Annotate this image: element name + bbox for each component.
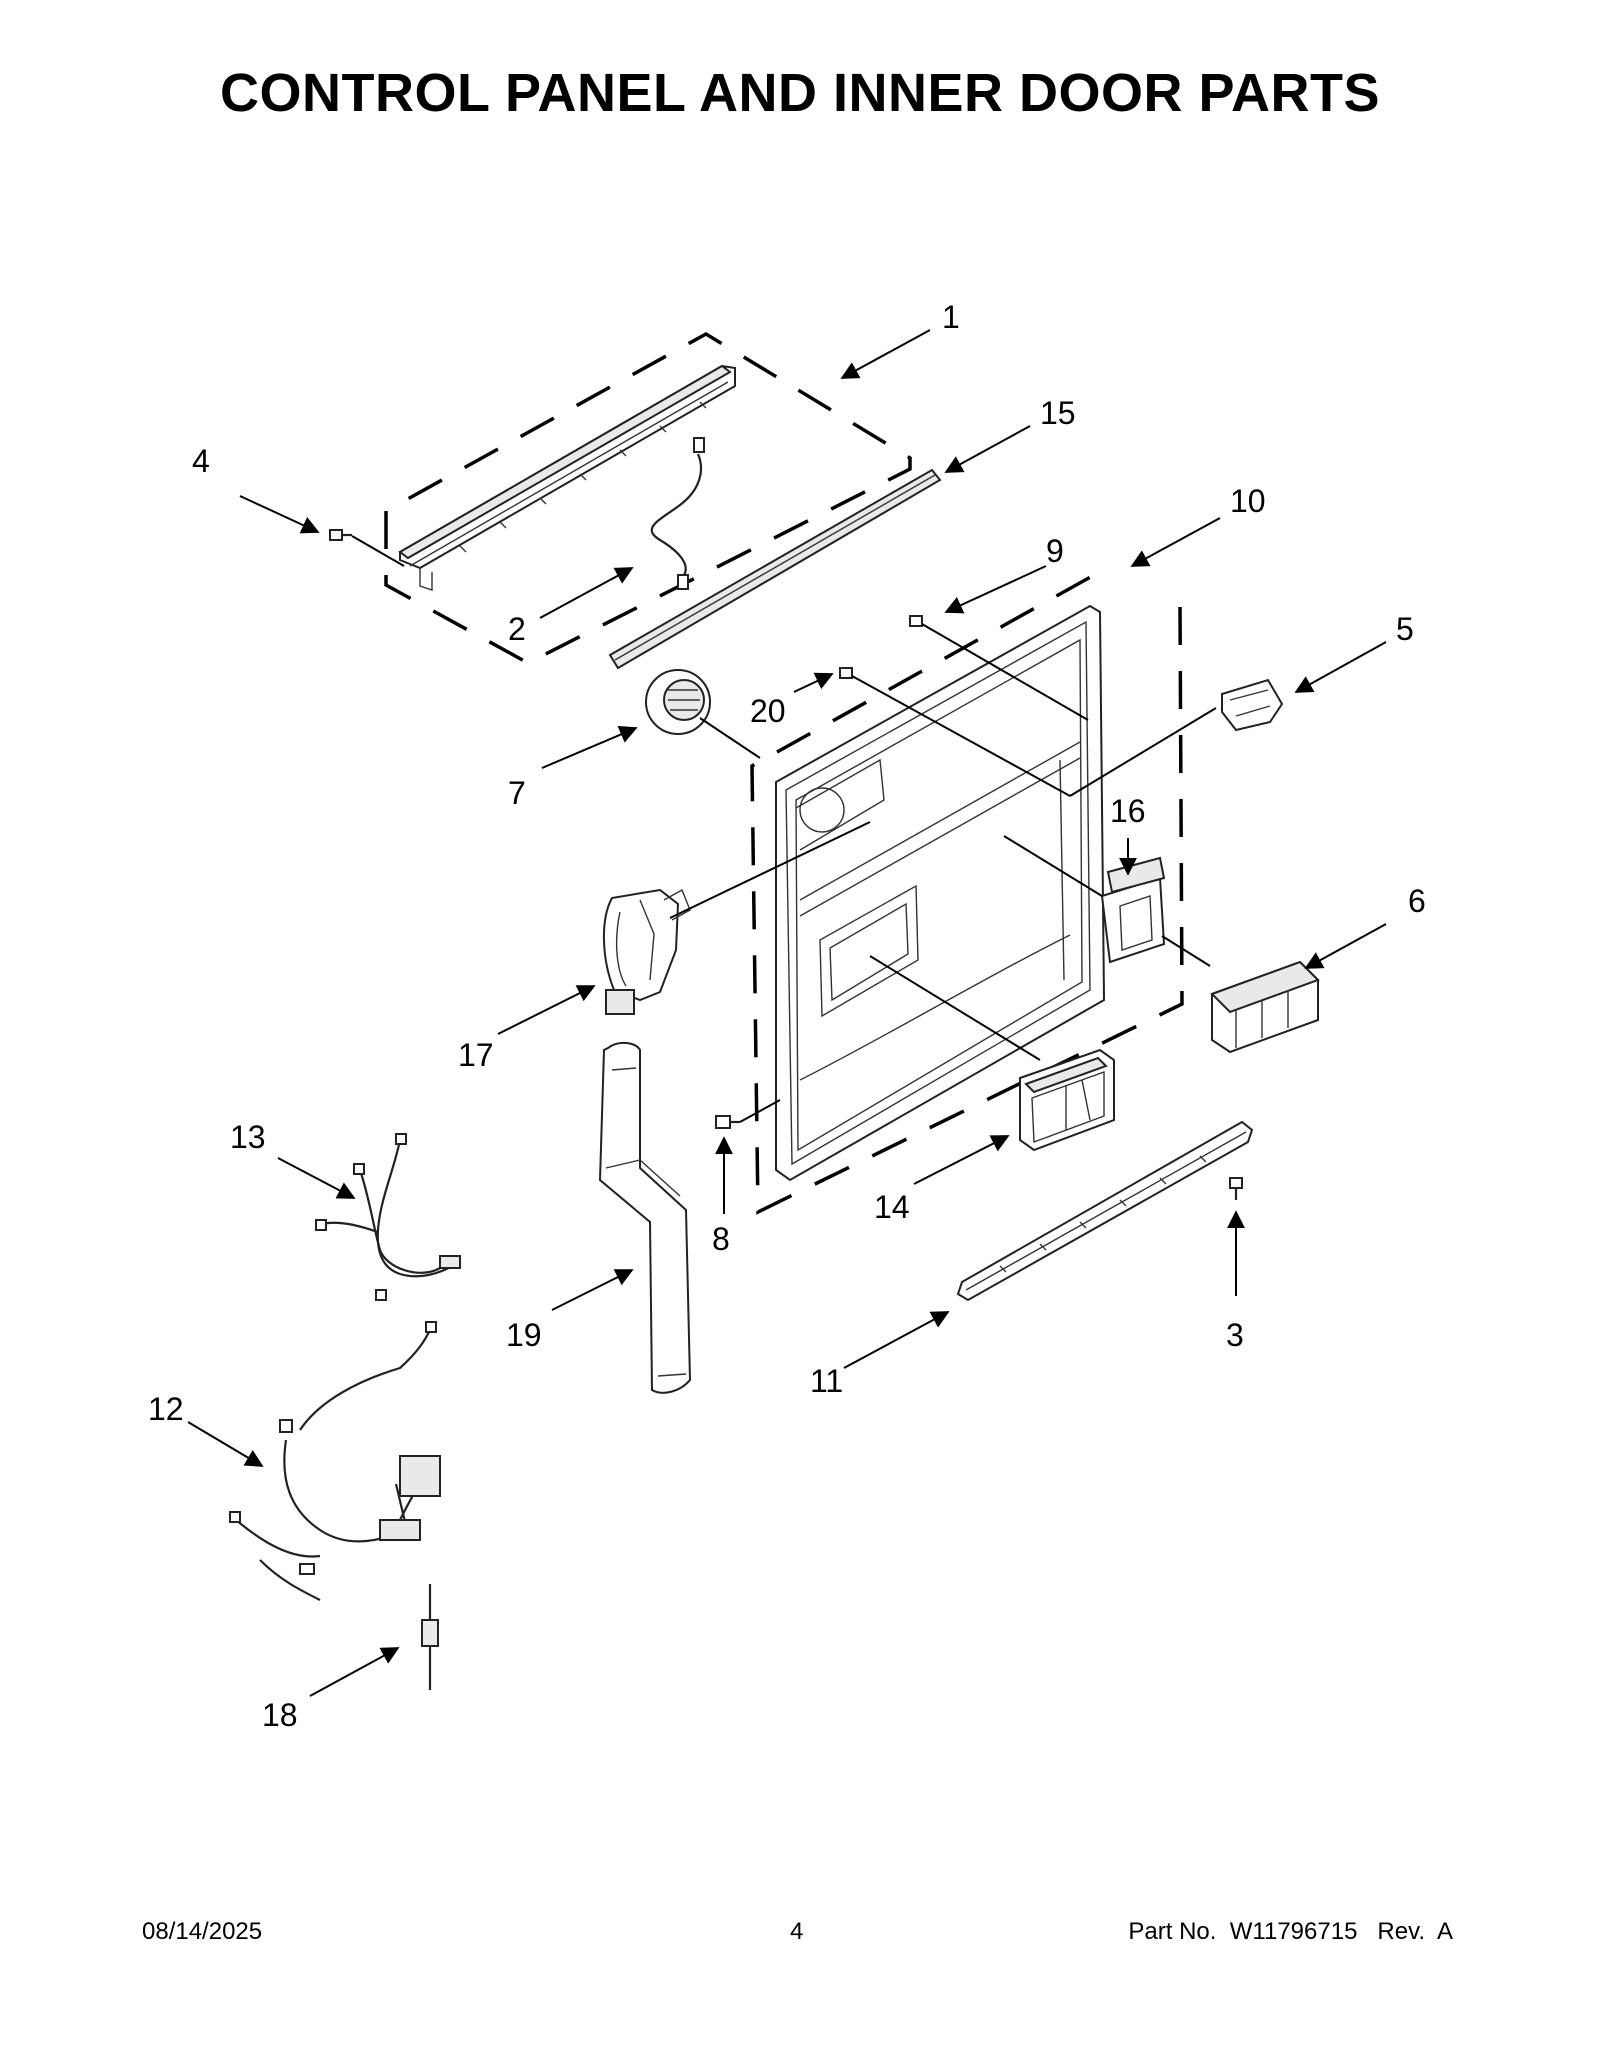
callout-11: 11 [810, 1363, 843, 1399]
callout-6: 6 [1408, 883, 1426, 919]
callout-7: 7 [508, 775, 526, 811]
dispenser-part-14 [1019, 1048, 1115, 1152]
control-panel-bar [398, 364, 736, 591]
wire-harness-part-13 [315, 1133, 461, 1301]
callout-20: 20 [750, 693, 786, 729]
vent-assembly-part-17 [603, 888, 691, 1015]
bottom-rail-part-11 [956, 1120, 1254, 1302]
latch-part-5 [1221, 678, 1284, 732]
duct-part-19 [598, 1042, 692, 1394]
screw-part-3 [1229, 1177, 1243, 1200]
screw-part-8 [715, 1115, 740, 1129]
clip-part-16 [1100, 856, 1166, 964]
callout-18: 18 [262, 1697, 298, 1733]
footer-page-number: 4 [790, 1918, 804, 1945]
screw-part-9 [909, 615, 923, 627]
callout-15: 15 [1040, 395, 1076, 431]
callout-arrows [187, 329, 1387, 1697]
callout-10: 10 [1230, 483, 1266, 519]
fuse-part-18 [421, 1584, 439, 1690]
callout-2: 2 [508, 611, 526, 647]
callout-19: 19 [506, 1317, 542, 1353]
inner-door-panel [775, 604, 1106, 1182]
control-panel-wire [650, 437, 705, 590]
footer-part-number: Part No. W11796715 Rev. A [1128, 1918, 1453, 1945]
connector-lines [351, 535, 1217, 1123]
page-title: CONTROL PANEL AND INNER DOOR PARTS [219, 63, 1381, 123]
callout-13: 13 [230, 1119, 266, 1155]
control-panel-dashed-outline [384, 331, 912, 665]
callout-17: 17 [458, 1037, 494, 1073]
inner-door-dashed-outline [750, 563, 1184, 1215]
screw-part-4 [329, 529, 352, 541]
callout-12: 12 [148, 1391, 184, 1427]
callout-labels: 1 15 4 2 10 9 5 20 7 16 6 17 13 8 14 3 1… [148, 299, 1426, 1733]
callout-8: 8 [712, 1221, 730, 1257]
callout-14: 14 [874, 1189, 910, 1225]
callout-1: 1 [942, 299, 960, 335]
inner-door-assembly-group [750, 563, 1184, 1215]
callout-5: 5 [1396, 611, 1414, 647]
footer-date: 08/14/2025 [142, 1918, 263, 1945]
callout-3: 3 [1226, 1317, 1244, 1353]
vent-part-7 [645, 669, 711, 735]
control-panel-assembly-group [329, 331, 912, 665]
callout-9: 9 [1046, 533, 1064, 569]
gasket-strip-part-15 [608, 468, 942, 670]
screw-part-20 [839, 667, 853, 679]
wire-harness-part-12 [229, 1321, 441, 1601]
callout-16: 16 [1110, 793, 1146, 829]
module-part-6 [1210, 960, 1320, 1054]
callout-4: 4 [192, 443, 210, 479]
